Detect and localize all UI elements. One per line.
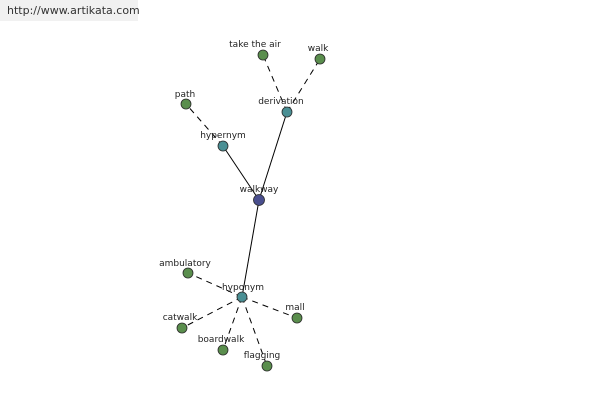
edge-hyponym-to-flagging xyxy=(241,296,268,367)
node-take-the-air[interactable] xyxy=(257,49,269,61)
node-walkway[interactable] xyxy=(253,194,265,206)
node-catwalk[interactable] xyxy=(176,322,188,334)
edge-walkway-to-hypernym xyxy=(222,145,260,201)
edge-hyponym-to-catwalk xyxy=(181,296,243,329)
edge-hypernym-to-path xyxy=(185,103,224,147)
node-label-hypernym: hypernym xyxy=(200,131,246,141)
source-url-banner: http://www.artikata.com xyxy=(0,0,140,21)
node-label-mall: mall xyxy=(285,303,304,313)
graph-labels: walkway derivation hypernym hyponym take the… xyxy=(159,40,329,361)
node-label-take-the-air: take the air xyxy=(229,40,281,50)
graph-edges xyxy=(181,54,321,367)
node-derivation[interactable] xyxy=(281,106,293,118)
node-label-derivation: derivation xyxy=(258,97,304,107)
node-label-path: path xyxy=(175,90,195,100)
edge-hyponym-to-boardwalk xyxy=(222,296,243,351)
node-label-boardwalk: boardwalk xyxy=(198,335,245,345)
edge-walkway-to-hyponym xyxy=(241,199,260,298)
node-label-ambulatory: ambulatory xyxy=(159,259,211,269)
node-label-hyponym: hyponym xyxy=(222,283,264,293)
node-label-walkway: walkway xyxy=(240,185,279,195)
edge-walkway-to-derivation xyxy=(258,111,288,201)
node-label-catwalk: catwalk xyxy=(163,313,198,323)
node-path[interactable] xyxy=(180,98,192,110)
node-walk[interactable] xyxy=(314,53,326,65)
node-flagging[interactable] xyxy=(261,360,273,372)
source-url-text: http://www.artikata.com xyxy=(7,4,140,17)
node-hyponym[interactable] xyxy=(236,291,248,303)
node-boardwalk[interactable] xyxy=(217,344,229,356)
node-label-flagging: flagging xyxy=(244,351,281,361)
node-hypernym[interactable] xyxy=(217,140,229,152)
node-mall[interactable] xyxy=(291,312,303,324)
node-label-walk: walk xyxy=(308,44,329,54)
node-ambulatory[interactable] xyxy=(182,267,194,279)
graph-nodes xyxy=(176,49,326,372)
edge-hyponym-to-ambulatory xyxy=(187,272,243,298)
edge-hyponym-to-mall xyxy=(241,296,298,319)
